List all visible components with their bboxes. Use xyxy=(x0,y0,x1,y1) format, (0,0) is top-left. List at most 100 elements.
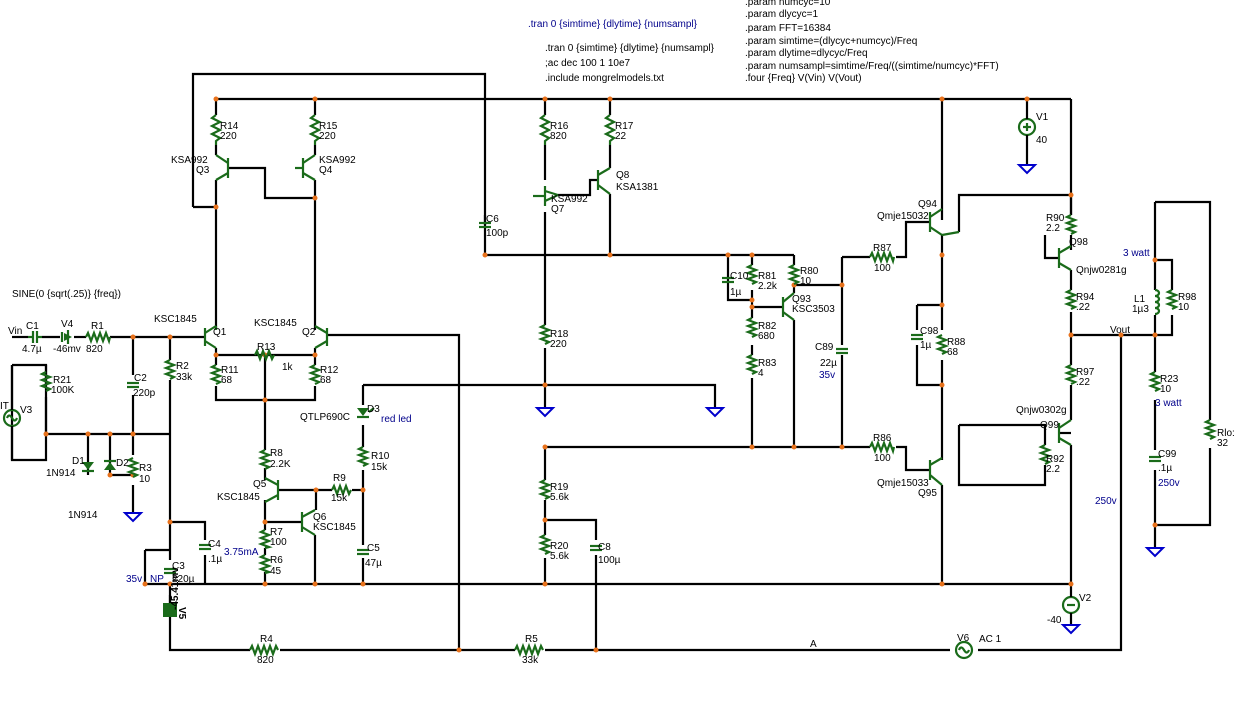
label-q99m: Qnjw0302g xyxy=(1016,405,1067,416)
label-d2: D2 xyxy=(116,458,129,469)
transistors xyxy=(203,154,1072,536)
label-r23v: 10 xyxy=(1160,384,1172,395)
label-c8v: 100µ xyxy=(598,555,621,566)
label-r4: R4 xyxy=(260,634,273,645)
resistor-r12 xyxy=(307,364,323,385)
transistor-q95 xyxy=(928,457,943,486)
label-c99: C99 xyxy=(1158,449,1177,460)
label-v2: V2 xyxy=(1079,593,1092,604)
resistor-r2 xyxy=(162,359,178,380)
label-v5: V5 xyxy=(176,607,187,620)
label-c8: C8 xyxy=(598,542,611,553)
ground-icon xyxy=(1144,547,1166,558)
label-q94: Q94 xyxy=(918,199,937,210)
label-q95m: Qmje15033 xyxy=(877,478,929,489)
resistor-r13 xyxy=(254,347,275,363)
label-r19: R19 xyxy=(550,482,569,493)
label-r15: R15 xyxy=(319,121,338,132)
resistor-r88 xyxy=(934,334,950,355)
label-c89: C89 xyxy=(815,342,834,353)
label-v4: V4 xyxy=(61,319,74,330)
resistor-r4 xyxy=(249,642,279,658)
resistor-r83 xyxy=(744,354,760,375)
label-r92v: 2.2 xyxy=(1046,464,1060,475)
label-q6: Q6 xyxy=(313,512,327,523)
label-r3v: 10 xyxy=(139,474,151,485)
label-r4v: 820 xyxy=(257,655,274,666)
label-q4: Q4 xyxy=(319,165,333,176)
ground-symbols xyxy=(122,164,1166,635)
label-l1v: 1µ3 xyxy=(1132,304,1149,315)
label-c3volt: 35v xyxy=(126,574,142,585)
label-l1w: 3 watt xyxy=(1123,248,1150,259)
label-r12v: 68 xyxy=(320,375,332,386)
label-c6: C6 xyxy=(486,214,499,225)
label-r2: R2 xyxy=(176,361,189,372)
label-q93m: KSC3503 xyxy=(792,304,835,315)
label-r18: R18 xyxy=(550,329,569,340)
label-rload: Rlo: xyxy=(1217,428,1234,439)
directive-four: .four {Freq} V(Vin) V(Vout) xyxy=(745,73,862,84)
label-c1v: 4.7µ xyxy=(22,344,42,355)
label-c98v: 1µ xyxy=(920,340,932,351)
label-rloadv: 32 xyxy=(1217,438,1229,449)
label-q6m: KSC1845 xyxy=(313,522,356,533)
transistor-q94 xyxy=(928,208,960,237)
source-v1 xyxy=(1017,117,1037,137)
resistor-r80 xyxy=(786,264,802,285)
capacitor-c3 xyxy=(164,567,176,575)
net-vout: Vout xyxy=(1110,325,1130,336)
label-r16v: 820 xyxy=(550,131,567,142)
label-r17: R17 xyxy=(615,121,634,132)
label-q99: Q99 xyxy=(1040,420,1059,431)
capacitor-c4 xyxy=(199,543,211,551)
label-r7v: 100 xyxy=(270,537,287,548)
net-a: A xyxy=(810,639,817,650)
resistor-r1 xyxy=(85,329,112,345)
label-r81: R81 xyxy=(758,271,777,282)
label-r88v: 68 xyxy=(947,347,959,358)
resistor-rload xyxy=(1202,419,1218,440)
label-r90: R90 xyxy=(1046,213,1065,224)
label-r97: R97 xyxy=(1076,367,1095,378)
label-q8: Q8 xyxy=(616,170,630,181)
label-c5: C5 xyxy=(367,543,380,554)
label-c10: C10 xyxy=(730,271,749,282)
label-d1m: 1N914 xyxy=(46,468,76,479)
resistor-r21 xyxy=(38,371,54,392)
label-r6: R6 xyxy=(270,555,283,566)
label-c10v: 1µ xyxy=(730,287,742,298)
label-c3: C3 xyxy=(172,561,185,572)
resistor-r3 xyxy=(125,457,141,478)
ground-icon xyxy=(1060,624,1082,635)
label-v6: V6 xyxy=(957,633,970,644)
capacitor-c99 xyxy=(1149,455,1161,463)
label-r86: R86 xyxy=(873,433,892,444)
resistor-r10 xyxy=(355,446,371,467)
resistor-r15 xyxy=(308,114,322,145)
label-r16: R16 xyxy=(550,121,569,132)
label-r81v: 2.2k xyxy=(758,281,778,292)
label-r82v: 680 xyxy=(758,331,775,342)
label-c6v: 100p xyxy=(486,228,509,239)
label-r14v: 220 xyxy=(220,131,237,142)
resistor-r14 xyxy=(209,114,223,145)
label-r15v: 220 xyxy=(319,131,336,142)
junction-dots xyxy=(43,96,1158,653)
label-r14: R14 xyxy=(220,121,239,132)
label-r98v: 10 xyxy=(1178,302,1190,313)
directive-param: .param dlycyc=1 xyxy=(745,9,819,20)
label-q1m: KSC1845 xyxy=(154,314,197,325)
transistor-q5 xyxy=(264,477,280,503)
directive-tran: .tran 0 {simtime} {dlytime} {numsampl} xyxy=(545,43,715,54)
label-c4v: .1µ xyxy=(208,554,222,565)
label-c89v: 22µ xyxy=(820,358,837,369)
label-r11: R11 xyxy=(221,365,239,376)
label-r2v: 33k xyxy=(176,372,193,383)
directive-param: .param FFT=16384 xyxy=(745,23,831,34)
label-r11v: 68 xyxy=(221,375,233,386)
label-d1: D1 xyxy=(72,456,85,467)
label-r23w: 3 watt xyxy=(1155,398,1182,409)
label-q5m: KSC1845 xyxy=(217,492,260,503)
labels: .tran 0 {simtime} {dlytime} {numsampl} .… xyxy=(0,0,1234,666)
